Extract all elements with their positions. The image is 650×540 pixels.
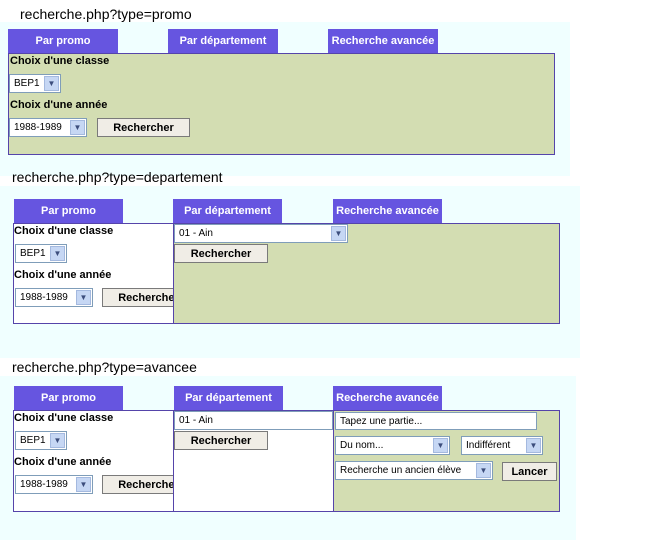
type-select-value: Recherche un ancien élève (340, 465, 462, 476)
promo-panel: Choix d'une classe BEP1 ▼ Choix d'une an… (13, 410, 175, 512)
chevron-down-icon: ▼ (76, 290, 91, 305)
tab-recherche-avancee[interactable]: Recherche avancée (333, 199, 442, 223)
chevron-down-icon: ▼ (76, 477, 91, 492)
tab-par-promo[interactable]: Par promo (14, 386, 123, 410)
departement-panel (173, 223, 560, 324)
chevron-down-icon: ▼ (50, 246, 65, 261)
tab-par-departement[interactable]: Par département (173, 199, 282, 223)
field-select[interactable]: Du nom... ▼ (335, 436, 450, 455)
annee-select-value: 1988-1989 (20, 479, 68, 490)
tab-par-departement[interactable]: Par département (168, 29, 278, 53)
classe-select[interactable]: BEP1 ▼ (15, 431, 67, 450)
annee-label: Choix d'une année (10, 99, 108, 111)
annee-select[interactable]: 1988-1989 ▼ (15, 475, 93, 494)
classe-select[interactable]: BEP1 ▼ (9, 74, 61, 93)
chevron-down-icon: ▼ (476, 463, 491, 478)
promo-panel (8, 53, 555, 155)
rechercher-button[interactable]: Rechercher (174, 244, 268, 263)
annee-select-value: 1988-1989 (14, 122, 62, 133)
lancer-button[interactable]: Lancer (502, 462, 557, 481)
tab-recherche-avancee[interactable]: Recherche avancée (328, 29, 438, 53)
annee-select-value: 1988-1989 (20, 292, 68, 303)
chevron-down-icon: ▼ (70, 120, 85, 135)
chevron-down-icon: ▼ (44, 76, 59, 91)
classe-label: Choix d'une classe (14, 412, 114, 424)
tab-par-departement[interactable]: Par département (174, 386, 283, 410)
annee-label: Choix d'une année (14, 456, 112, 468)
departement-list-item[interactable]: 01 - Ain (179, 415, 213, 426)
promo-panel: Choix d'une classe BEP1 ▼ Choix d'une an… (13, 223, 175, 324)
annee-select[interactable]: 1988-1989 ▼ (15, 288, 93, 307)
rechercher-button[interactable]: Rechercher (102, 475, 174, 494)
chevron-down-icon: ▼ (331, 226, 346, 241)
search-text-input[interactable]: Tapez une partie... (335, 412, 537, 430)
field-select-value: Du nom... (340, 440, 384, 451)
match-select-value: Indifférent (466, 440, 511, 451)
annee-label: Choix d'une année (14, 269, 112, 281)
classe-select-value: BEP1 (20, 248, 46, 259)
chevron-down-icon: ▼ (526, 438, 541, 453)
departement-list[interactable]: 01 - Ain (174, 411, 333, 430)
classe-label: Choix d'une classe (10, 55, 110, 67)
section-caption: recherche.php?type=avancee (12, 359, 197, 375)
classe-select-value: BEP1 (20, 435, 46, 446)
section-caption: recherche.php?type=departement (12, 169, 223, 185)
tab-par-promo[interactable]: Par promo (14, 199, 123, 223)
departement-select[interactable]: 01 - Ain ▼ (174, 224, 348, 243)
chevron-down-icon: ▼ (50, 433, 65, 448)
classe-label: Choix d'une classe (14, 225, 114, 237)
classe-select[interactable]: BEP1 ▼ (15, 244, 67, 263)
tab-recherche-avancee[interactable]: Recherche avancée (333, 386, 442, 410)
annee-select[interactable]: 1988-1989 ▼ (9, 118, 87, 137)
match-select[interactable]: Indifférent ▼ (461, 436, 543, 455)
rechercher-button[interactable]: Rechercher (102, 288, 174, 307)
type-select[interactable]: Recherche un ancien élève ▼ (335, 461, 493, 480)
rechercher-button[interactable]: Rechercher (97, 118, 190, 137)
rechercher-button[interactable]: Rechercher (174, 431, 268, 450)
chevron-down-icon: ▼ (433, 438, 448, 453)
departement-select-value: 01 - Ain (179, 228, 213, 239)
tab-par-promo[interactable]: Par promo (8, 29, 118, 53)
classe-select-value: BEP1 (14, 78, 40, 89)
section-caption: recherche.php?type=promo (20, 6, 192, 22)
